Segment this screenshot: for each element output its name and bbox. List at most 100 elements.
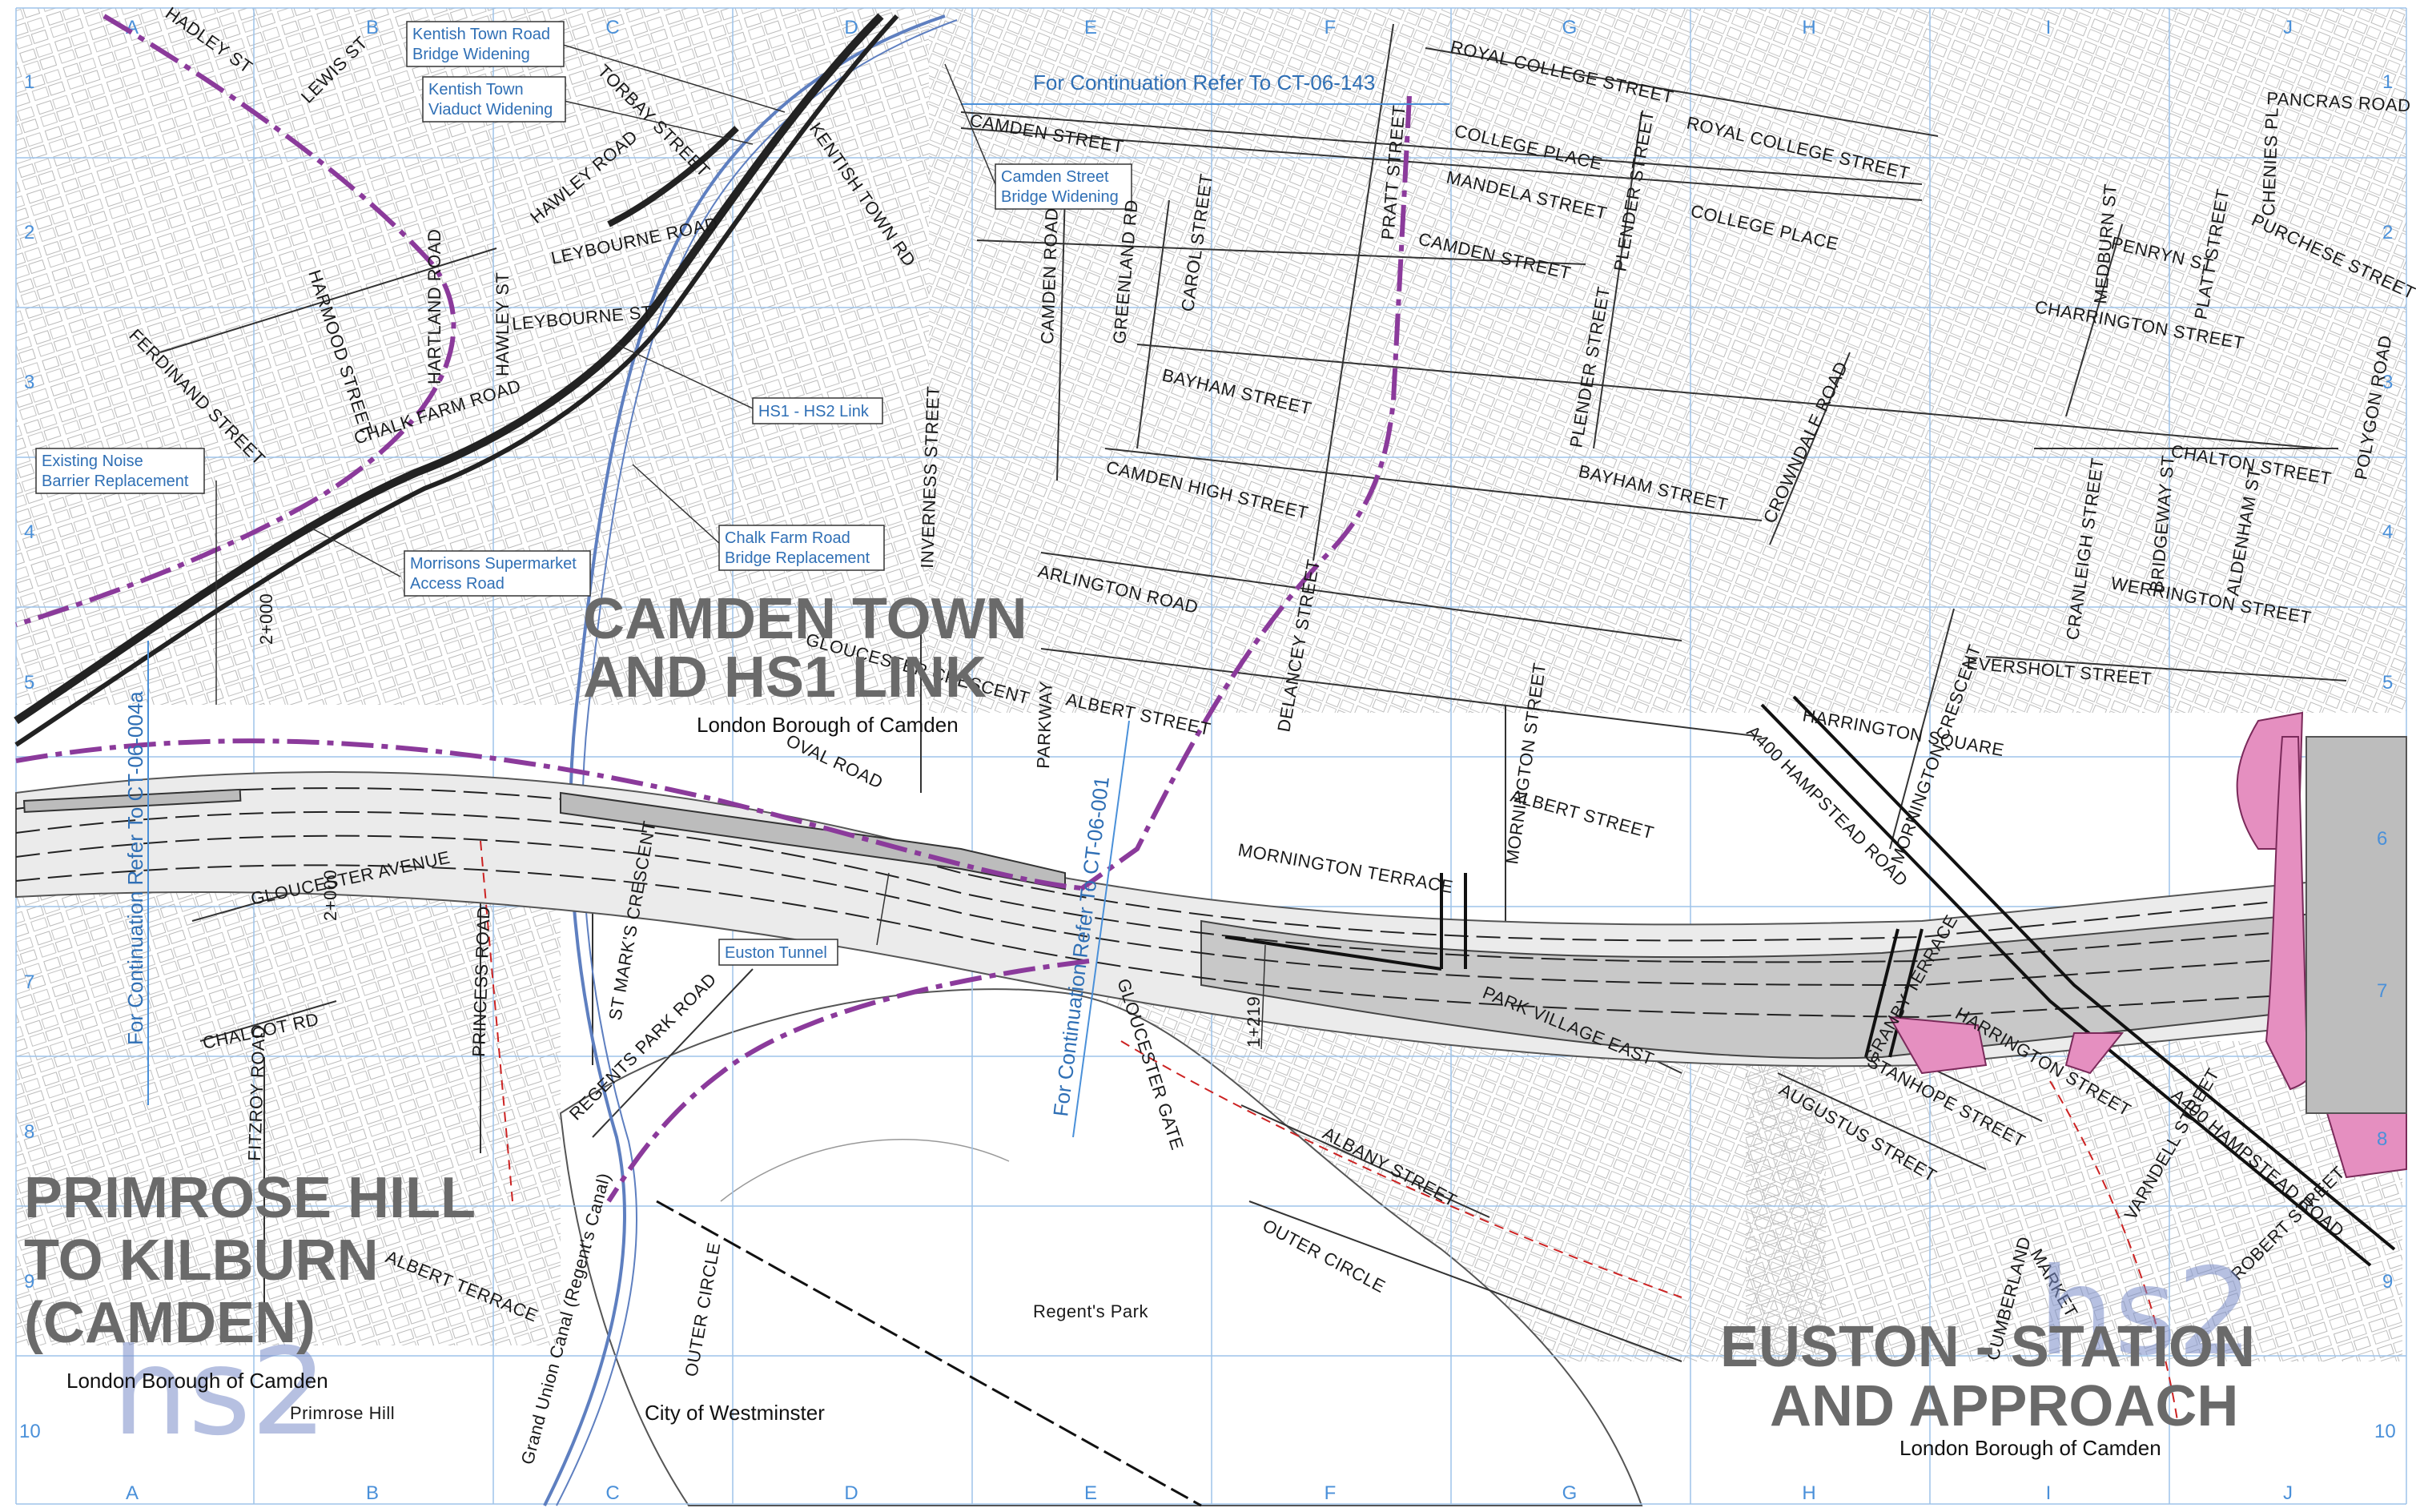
grid-number-8: 8 [24,1121,34,1143]
grid-letter-j: J [2283,17,2293,38]
grid-number-10-right: 10 [2374,1421,2396,1442]
camden-title-line1: CAMDEN TOWN [583,587,1027,651]
chainage-2: 2+000 [320,870,340,921]
grid-number-9-right: 9 [2382,1271,2393,1293]
grid-number-5: 5 [24,672,34,694]
grid-letter-h: H [1802,17,1815,38]
area-camden-town: CAMDEN TOWN AND HS1 LINK London Borough … [583,587,1027,737]
grid-letter-f-bottom: F [1325,1482,1337,1504]
svg-text:Bridge Widening: Bridge Widening [1001,188,1119,206]
grid-number-10: 10 [19,1421,41,1442]
street-chenies: CHENIES PL [2258,107,2282,217]
place-westminster: City of Westminster [645,1401,825,1425]
borough-boundaries [15,14,1412,1203]
grid-letter-e-bottom: E [1084,1482,1097,1504]
regents-park-area [559,988,1643,1506]
street-fitzroy: FITZROY ROAD [244,1025,269,1161]
hs1-link-viaduct [14,13,899,747]
callout-euston-tunnel: Euston Tunnel [718,939,838,966]
primrose-borough: London Borough of Camden [66,1369,328,1393]
primrose-title-line3: (CAMDEN) [24,1291,316,1355]
place-regents-park: Regent's Park [1033,1301,1148,1321]
grid-letter-d: D [844,17,858,38]
callout-chalk-farm-bridge: Chalk Farm Road Bridge Replacement [718,525,885,571]
chainage-markers: 2+000 2+000 1+219 [256,593,1264,1048]
svg-text:Existing Noise: Existing Noise [42,452,143,470]
street-camden-road: CAMDEN ROAD [1037,207,1062,344]
callout-camden-street-bridge: Camden Street Bridge Widening [995,163,1132,210]
station-platform [560,791,1066,891]
regents-canal [543,14,946,1506]
place-primrose-hill: Primrose Hill [290,1403,395,1423]
grid-number-3: 3 [24,372,34,393]
svg-text:Barrier Replacement: Barrier Replacement [42,472,189,490]
sheet-number-8: 8 [2377,1128,2387,1150]
grid-number-2-right: 2 [2382,222,2393,243]
callout-morrisons-access: Morrisons Supermarket Access Road [404,550,591,597]
callout-leaders [215,43,1266,1050]
railway-line-south [656,1200,1202,1507]
grid-letter-b-bottom: B [366,1482,379,1504]
svg-text:Kentish Town Road: Kentish Town Road [412,26,550,43]
svg-text:Bridge Replacement: Bridge Replacement [725,549,870,567]
street-hartland: HARTLAND ROAD [424,229,444,384]
railway-tracks [15,787,2323,1019]
regents-canal-edge [556,19,958,1506]
grid-number-2: 2 [24,222,34,243]
grid-letter-e: E [1084,17,1097,38]
svg-text:Kentish Town: Kentish Town [428,81,524,99]
euston-site [1888,711,2407,1179]
hs2-logo-east: hs2 [2038,1243,2253,1382]
bridges [1224,873,1924,1058]
primrose-title-line1: PRIMROSE HILL [24,1166,476,1230]
camden-borough: London Borough of Camden [697,713,959,737]
grid-number-1-right: 1 [2382,71,2393,93]
grid-letter-a-bottom: A [126,1482,139,1504]
grid-letter-c: C [605,17,619,38]
chainage-1: 2+000 [256,593,276,645]
platform-west [22,788,242,814]
svg-text:Access Road: Access Road [410,575,505,593]
street-parkway: PARKWAY [1033,681,1056,769]
primrose-title-line2: TO KILBURN [24,1228,379,1293]
grid-letter-f: F [1325,17,1337,38]
grid-letters-top: A B C D E F G H I J [126,17,2293,38]
svg-text:Euston Tunnel: Euston Tunnel [725,944,827,962]
continuation-north: For Continuation Refer To CT-06-143 [1033,70,1375,94]
grid-letter-g-bottom: G [1562,1482,1578,1504]
grid-number-9: 9 [24,1271,34,1293]
svg-text:Morrisons Supermarket: Morrisons Supermarket [410,555,577,573]
svg-text:Viaduct Widening: Viaduct Widening [428,101,553,119]
continuation-west: For Continuation Refer To CT-06-004a [123,691,147,1045]
street-hawley-st: HAWLEY ST [492,272,513,376]
callout-hs1-hs2-link: HS1 - HS2 Link [752,397,883,424]
limits-red [480,840,2179,1426]
grid-letter-c-bottom: C [605,1482,619,1504]
grid-letter-g: G [1562,17,1578,38]
area-euston: EUSTON - STATION AND APPROACH London Bor… [1720,1315,2255,1460]
grid-number-7: 7 [24,971,34,993]
euston-title-line1: EUSTON - STATION [1720,1315,2255,1379]
hampstead-road [1760,695,2396,1267]
continuation-lines [147,103,1449,1138]
grid-number-1: 1 [24,71,34,93]
grid-letters-bottom: A B C D E F G H I J [126,1482,2293,1504]
callout-noise-barrier: Existing Noise Barrier Replacement [35,448,205,494]
map-grid [15,7,2407,1505]
grid-numbers-right: 1 2 3 4 5 9 10 [2374,71,2396,1442]
area-primrose-hill: PRIMROSE HILL TO KILBURN (CAMDEN) London… [24,1166,476,1423]
euston-title-line2: AND APPROACH [1770,1374,2238,1438]
euston-borough: London Borough of Camden [1899,1436,2161,1460]
grid-number-3-right: 3 [2382,372,2393,393]
grid-letter-h-bottom: H [1802,1482,1815,1504]
grid-letter-b: B [366,17,379,38]
chainage-3: 1+219 [1244,996,1264,1048]
grid-number-4-right: 4 [2382,521,2393,543]
callout-kentish-town-viaduct: Kentish Town Viaduct Widening [422,76,566,123]
grid-number-4: 4 [24,521,34,543]
grid-letter-d-bottom: D [844,1482,858,1504]
callout-kentish-town-road-bridge: Kentish Town Road Bridge Widening [406,21,565,67]
sheet-number-7: 7 [2377,980,2387,1002]
svg-text:HS1 - HS2 Link: HS1 - HS2 Link [758,403,870,420]
hs2-logo-west: hs2 [112,1323,328,1462]
